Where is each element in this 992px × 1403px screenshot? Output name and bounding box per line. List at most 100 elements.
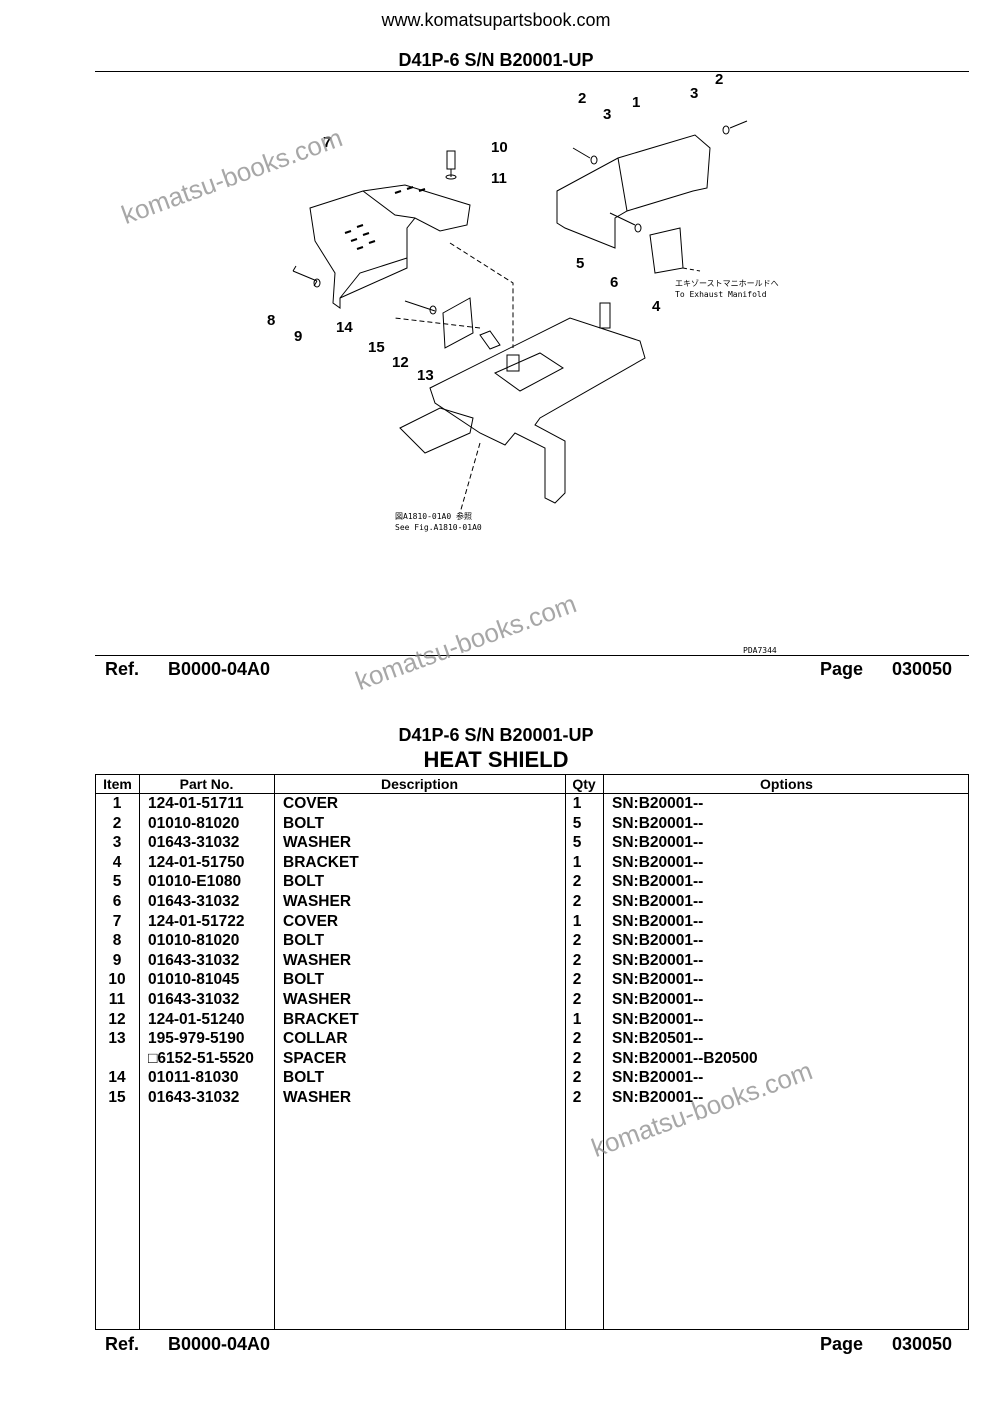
header-options: Options — [760, 776, 813, 792]
cell-options: SN:B20001-- — [612, 912, 704, 930]
top-rule — [95, 71, 969, 72]
cell-part-no: 01643-31032 — [148, 990, 240, 1008]
table-row: 2 01010-81020 BOLT 5 SN:B20001-- — [96, 814, 968, 834]
model-title-bottom: D41P-6 S/N B20001-UP — [398, 725, 594, 745]
callout-12: 12 — [392, 354, 409, 371]
leader-dashed-2 — [394, 317, 481, 329]
cell-options: SN:B20001--B20500 — [612, 1049, 758, 1067]
cell-description: BOLT — [283, 932, 325, 950]
frame-post-1 — [599, 302, 611, 329]
cell-description: SPACER — [283, 1049, 347, 1067]
cell-options: SN:B20001-- — [612, 814, 704, 832]
cell-qty: 2 — [572, 873, 582, 891]
frame-opening — [494, 352, 564, 392]
cell-part-no: 124-01-51240 — [148, 1010, 245, 1028]
cell-description: COLLAR — [283, 1030, 348, 1048]
callout-6: 6 — [610, 274, 618, 291]
cell-description: BOLT — [283, 814, 325, 832]
header-item: Item — [103, 776, 132, 792]
cell-description: WASHER — [283, 892, 352, 910]
ref-label-top: Ref. — [105, 659, 140, 679]
callout-11: 11 — [491, 170, 507, 187]
washer-9 — [313, 278, 321, 288]
cell-item: 3 — [112, 834, 122, 852]
cell-description: WASHER — [283, 990, 352, 1008]
cell-options: SN:B20001-- — [612, 853, 704, 871]
bracket-12 — [442, 297, 474, 349]
callout-2b: 2 — [715, 73, 723, 88]
callout-1: 1 — [632, 94, 640, 111]
cell-qty: 2 — [572, 990, 582, 1008]
note-exhaust-jp: エキゾーストマニホールドへ — [675, 279, 779, 288]
bracket-4 — [649, 227, 684, 274]
cell-options: SN:B20501-- — [612, 1030, 704, 1048]
note-see-en: See Fig.A1810-01A0 — [395, 523, 482, 532]
cell-qty: 2 — [572, 892, 582, 910]
drawing-code: PDA7344 — [743, 646, 777, 655]
callout-5: 5 — [576, 255, 584, 272]
cell-qty: 2 — [572, 1088, 582, 1106]
collar-13 — [479, 330, 501, 350]
callout-2a: 2 — [578, 90, 586, 107]
cell-part-no: 01011-81030 — [148, 1069, 239, 1087]
bolt-5 — [609, 212, 636, 226]
callout-15: 15 — [368, 339, 385, 356]
leader-dashed-1 — [449, 242, 514, 348]
cell-description: BRACKET — [283, 853, 359, 871]
leader-dashed-3 — [459, 442, 481, 514]
col-divider-item — [96, 775, 140, 1329]
cell-part-no: 01643-31032 — [148, 951, 240, 969]
diagram-bottom-rule — [95, 655, 969, 656]
cell-item: 10 — [108, 971, 126, 989]
cell-part-no: 124-01-51711 — [148, 795, 244, 812]
cell-item: 2 — [112, 814, 122, 832]
cell-qty: 5 — [572, 814, 582, 832]
callout-3b: 3 — [690, 85, 698, 102]
cell-item: 11 — [108, 990, 126, 1008]
cell-item: 12 — [108, 1010, 126, 1028]
callout-9: 9 — [294, 328, 302, 345]
callout-8: 8 — [267, 312, 275, 329]
washer-15 — [429, 305, 437, 315]
cell-item: 15 — [108, 1088, 126, 1106]
note-see-jp: 図A1810-01A0 参照 — [395, 511, 472, 521]
cell-options: SN:B20001-- — [612, 971, 704, 989]
washer-3-right — [722, 125, 730, 135]
page-value-top: 030050 — [892, 659, 953, 679]
cell-part-no: 124-01-51750 — [148, 853, 245, 871]
page-label-bottom: Page — [820, 1334, 864, 1354]
cell-description: BOLT — [283, 873, 325, 891]
mounting-frame — [429, 317, 646, 504]
cell-part-no: 124-01-51722 — [148, 912, 245, 930]
cell-qty: 1 — [572, 1010, 582, 1028]
cell-qty: 1 — [572, 853, 582, 871]
cell-item: 7 — [112, 912, 122, 930]
model-title-top: D41P-6 S/N B20001-UP — [398, 50, 594, 70]
cell-item: 13 — [108, 1030, 126, 1048]
washer-3-left — [590, 155, 598, 165]
section-title: HEAT SHIELD — [423, 747, 569, 772]
cell-qty: 2 — [572, 1030, 582, 1048]
header-description: Description — [380, 776, 458, 792]
frame-post-2 — [506, 354, 520, 372]
callout-7: 7 — [323, 134, 331, 151]
cell-part-no: 01010-81020 — [148, 814, 240, 832]
cell-options: SN:B20001-- — [612, 932, 704, 950]
leader-exhaust — [682, 267, 701, 272]
cell-description: WASHER — [283, 834, 352, 852]
callout-14: 14 — [336, 319, 353, 336]
frame-lower-bracket — [399, 407, 474, 454]
cell-options: SN:B20001-- — [612, 1088, 704, 1106]
cell-options: SN:B20001-- — [612, 873, 704, 891]
note-exhaust-en: To Exhaust Manifold — [675, 290, 767, 299]
cell-options: SN:B20001-- — [612, 795, 704, 812]
